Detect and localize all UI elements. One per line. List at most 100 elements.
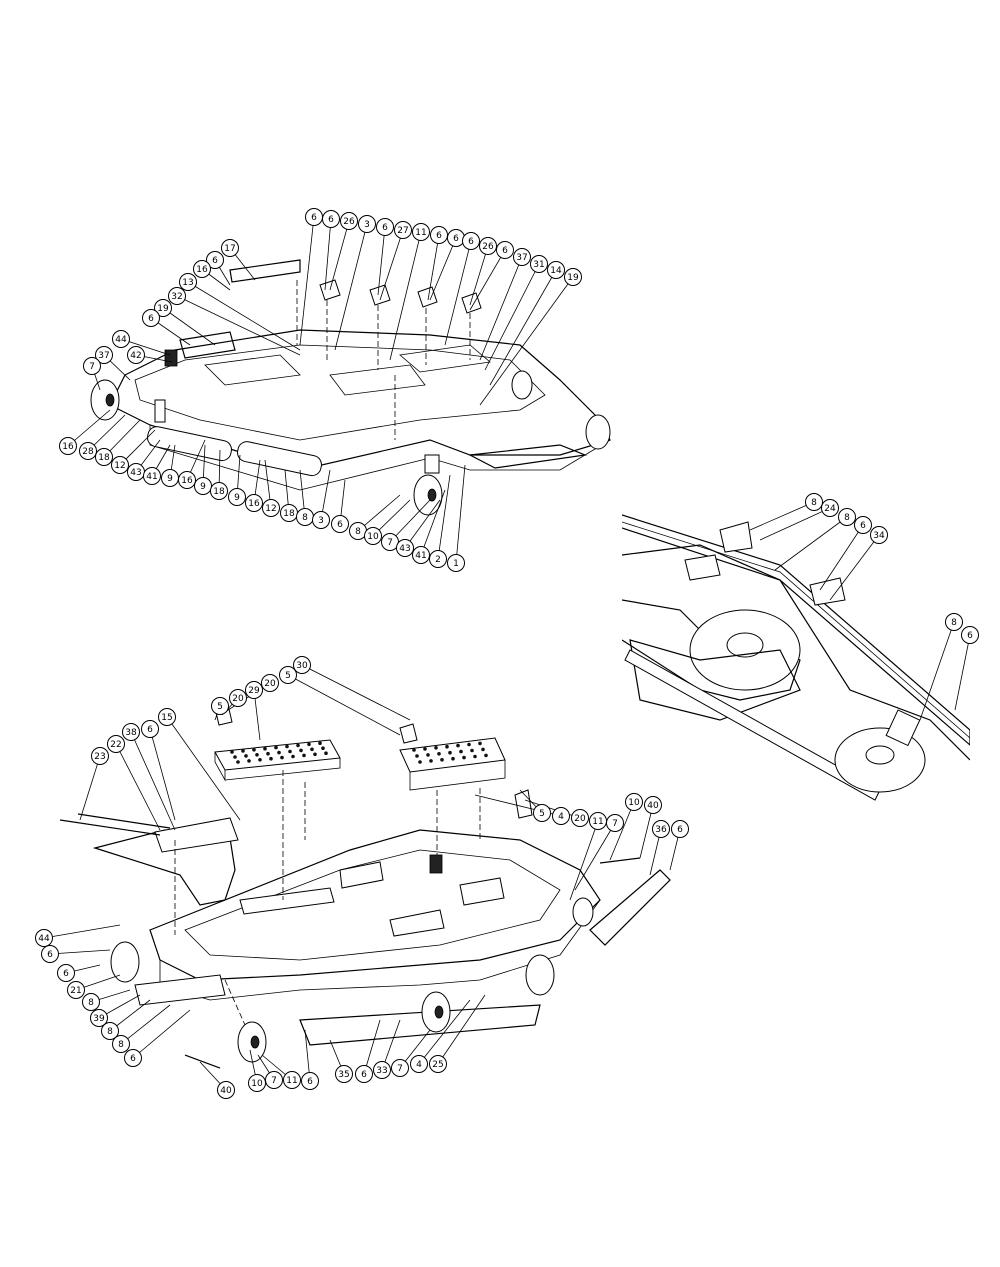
callout-number: 24 [824, 504, 836, 514]
top-mount-bracket-17 [229, 259, 301, 283]
perforation-dot [274, 745, 278, 750]
callout-circle [193, 260, 211, 278]
detail-plate [684, 554, 721, 581]
callout-circle [331, 515, 349, 533]
callout-circle [210, 482, 228, 500]
perforation-dot [324, 751, 328, 755]
callout-bubble-5: 5 [533, 804, 551, 822]
callout-number: 29 [248, 686, 260, 696]
callout-number: 8 [88, 998, 94, 1008]
callout-circle [245, 681, 263, 699]
callout-bubble-6: 6 [142, 309, 160, 327]
callout-circle [462, 232, 480, 250]
callout-leader-19 [479, 276, 574, 406]
callout-number: 26 [343, 217, 355, 227]
callout-circle [412, 546, 430, 564]
callout-number: 41 [146, 472, 157, 482]
callout-number: 33 [376, 1066, 387, 1076]
callout-circle [513, 248, 531, 266]
callout-leader-26 [469, 245, 489, 306]
callout-leader-34 [829, 534, 880, 601]
callout-circle [355, 1065, 373, 1083]
callout-circle [228, 488, 246, 506]
callout-number: 12 [265, 504, 276, 514]
callout-circle [41, 945, 59, 963]
detail-deck-edge [622, 544, 970, 761]
callout-number: 17 [224, 244, 235, 254]
bottom-spindle-bracket-b [239, 887, 335, 915]
callout-circle [90, 1009, 108, 1027]
callout-number: 11 [286, 1076, 297, 1086]
callout-number: 19 [157, 304, 169, 314]
perforation-dot [467, 742, 471, 747]
perforation-dot [263, 746, 267, 751]
perforation-dot [470, 748, 474, 753]
perforation-dot [266, 751, 270, 756]
callout-leader-37 [479, 256, 523, 361]
callout-circle [301, 1072, 319, 1090]
perforation-dot [418, 760, 422, 764]
callout-bubble-6: 6 [961, 626, 979, 644]
callout-circle [961, 626, 979, 644]
callout-circle [57, 964, 75, 982]
top-bearing-right [417, 286, 438, 308]
callout-bubble-10: 10 [248, 1074, 266, 1092]
callout-number: 8 [355, 527, 361, 537]
callout-number: 5 [217, 702, 223, 712]
callout-number: 19 [567, 273, 579, 283]
callout-bubble-16: 16 [193, 260, 211, 278]
callout-bubble-17: 17 [221, 239, 239, 257]
callout-bubble-11: 11 [283, 1071, 301, 1089]
top-wheel-left [90, 379, 120, 421]
callout-bubble-18: 18 [280, 504, 298, 522]
perforation-dot [445, 744, 449, 749]
callout-leader-26 [329, 220, 350, 291]
callout-circle [429, 550, 447, 568]
callout-bubble-42: 42 [127, 346, 145, 364]
bottom-wheel-rear-right [572, 897, 594, 927]
perforation-dot [448, 750, 452, 755]
callout-number: 34 [873, 531, 885, 541]
callout-number: 6 [311, 213, 317, 223]
callout-circle [79, 442, 97, 460]
callout-bubble-11: 11 [589, 812, 607, 830]
callout-leader-8 [919, 621, 955, 721]
callout-circle [412, 223, 430, 241]
top-spindle-plate-center [329, 364, 426, 396]
callout-circle [312, 511, 330, 529]
callout-bubble-14: 14 [547, 261, 565, 279]
callout-number: 44 [115, 335, 127, 345]
perforation-dot [318, 741, 322, 745]
perforation-dot [244, 754, 248, 758]
callout-bubble-7: 7 [83, 357, 101, 375]
callout-number: 14 [550, 266, 562, 276]
callout-number: 7 [271, 1076, 277, 1086]
detail-spindle-hub-left [726, 632, 764, 658]
callout-bubble-38: 38 [122, 723, 140, 741]
callout-leader-14 [489, 269, 557, 386]
top-deck-top-plate [134, 344, 546, 441]
perforation-dot [473, 754, 477, 759]
callout-number: 26 [482, 242, 494, 252]
callout-bubble-8: 8 [82, 993, 100, 1011]
top-spindle-plate-right [399, 344, 491, 373]
callout-bubble-5: 5 [211, 697, 229, 715]
callout-circle [67, 981, 85, 999]
callout-number: 9 [167, 474, 173, 484]
callout-bubble-15: 15 [158, 708, 176, 726]
callout-bubble-23: 23 [91, 747, 109, 765]
perforation-dot [302, 753, 306, 758]
callout-bubble-37: 37 [513, 248, 531, 266]
callout-leader-6 [819, 524, 864, 591]
callout-circle [479, 237, 497, 255]
callout-number: 28 [82, 447, 94, 457]
perforation-dot [456, 743, 460, 748]
callout-number: 1 [453, 559, 459, 569]
callout-circle [293, 656, 311, 674]
callout-number: 16 [181, 476, 193, 486]
callout-number: 9 [234, 493, 240, 503]
callout-bubble-6: 6 [57, 964, 75, 982]
callout-number: 30 [296, 661, 308, 671]
callout-number: 3 [318, 516, 324, 526]
